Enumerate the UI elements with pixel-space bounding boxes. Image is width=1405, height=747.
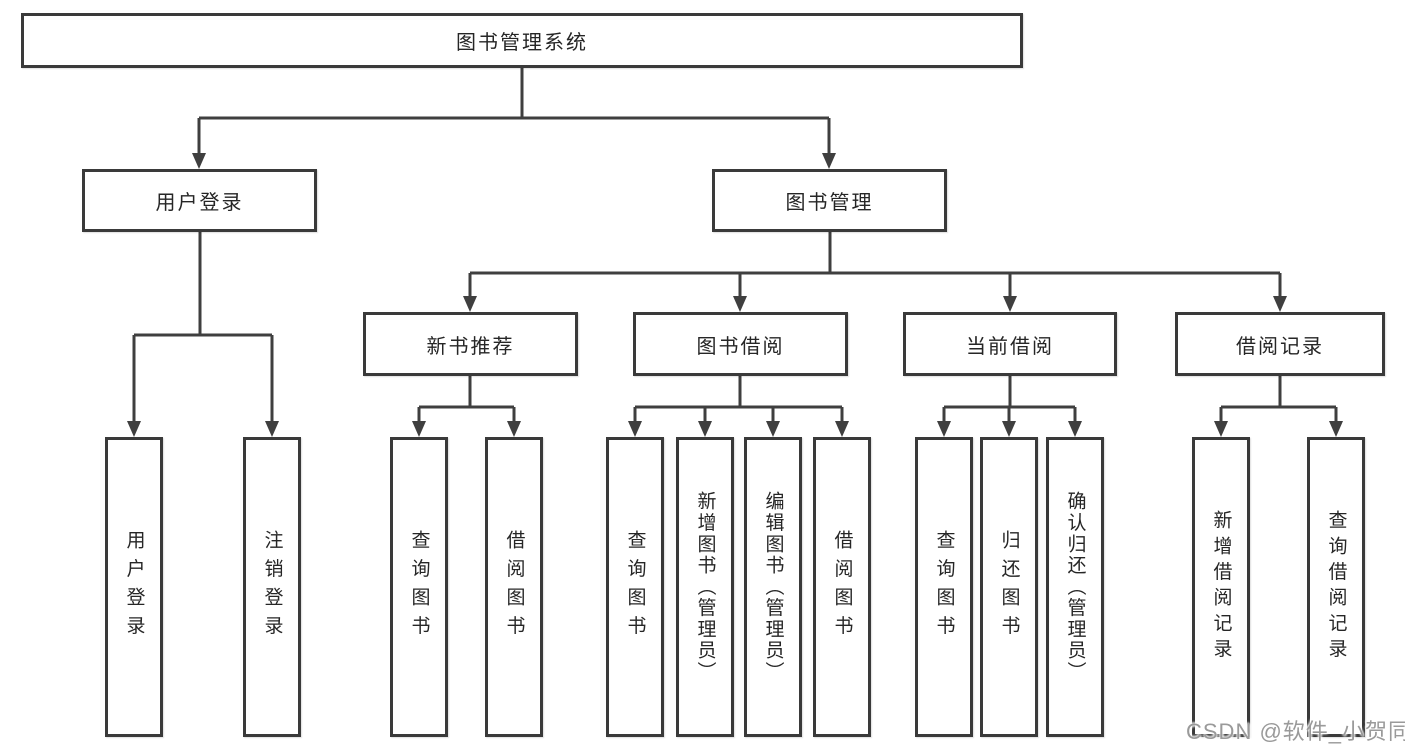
leaf-borrow-books-recommend-label: 借阅图书	[503, 530, 525, 644]
leaf-add-borrow-record-label: 新增借阅记录	[1210, 510, 1232, 664]
arrowhead	[412, 421, 426, 437]
node-book-borrow-label: 图书借阅	[696, 335, 785, 358]
leaf-query-borrow-record: 查询借阅记录	[1307, 437, 1365, 737]
arrowhead	[1003, 296, 1017, 312]
arrowhead	[937, 421, 951, 437]
leaf-query-borrow-record-label: 查询借阅记录	[1325, 510, 1347, 664]
arrowheads	[127, 153, 1343, 437]
node-new-book-recommend-label: 新书推荐	[426, 335, 515, 358]
node-root-label: 图书管理系统	[456, 32, 588, 54]
node-new-book-recommend: 新书推荐	[363, 312, 578, 376]
arrowhead	[1329, 421, 1343, 437]
connector-borrow-branch	[633, 376, 844, 421]
leaf-return-books-label: 归还图书	[998, 530, 1020, 644]
arrowhead	[698, 421, 712, 437]
arrowhead	[822, 153, 836, 169]
node-book-borrow: 图书借阅	[633, 312, 848, 376]
leaf-borrow-books: 借阅图书	[813, 437, 871, 737]
node-borrow-records-label: 借阅记录	[1236, 335, 1324, 358]
arrowhead	[1068, 421, 1082, 437]
leaf-logout: 注销登录	[243, 437, 301, 737]
connector-newbook-branch	[417, 376, 516, 421]
arrowhead	[628, 421, 642, 437]
leaf-query-books-recommend: 查询图书	[390, 437, 448, 737]
leaf-user-login: 用户登录	[105, 437, 163, 737]
connector-management-branch	[468, 232, 1282, 296]
arrowhead	[1002, 421, 1016, 437]
node-book-management-label: 图书管理	[785, 192, 874, 214]
arrowhead	[1214, 421, 1228, 437]
node-current-borrow: 当前借阅	[903, 312, 1117, 376]
leaf-edit-books-admin: 编辑图书（管理员）	[744, 437, 802, 737]
leaf-query-books-current-label: 查询图书	[933, 530, 955, 644]
leaf-borrow-books-recommend: 借阅图书	[485, 437, 543, 737]
leaf-query-books-current: 查询图书	[915, 437, 973, 737]
arrowhead	[733, 296, 747, 312]
watermark-text: CSDN @软件_小贺同学	[1186, 719, 1405, 744]
leaf-borrow-books-label: 借阅图书	[831, 530, 853, 644]
connector-login-branch	[132, 232, 274, 421]
leaf-query-books-borrow-label: 查询图书	[624, 530, 646, 644]
arrowhead	[766, 421, 780, 437]
node-current-borrow-label: 当前借阅	[966, 335, 1054, 358]
node-book-management: 图书管理	[712, 169, 947, 232]
arrowhead	[192, 153, 206, 169]
node-borrow-records: 借阅记录	[1175, 312, 1385, 376]
leaf-confirm-return-admin: 确认归还（管理员）	[1046, 437, 1104, 737]
leaf-add-borrow-record: 新增借阅记录	[1192, 437, 1250, 737]
connector-current-branch	[942, 376, 1077, 421]
leaf-query-books-recommend-label: 查询图书	[408, 530, 430, 644]
connector-root-branch	[197, 68, 831, 153]
arrowhead	[265, 421, 279, 437]
leaf-query-books-borrow: 查询图书	[606, 437, 664, 737]
arrowhead	[1273, 296, 1287, 312]
node-root: 图书管理系统	[21, 13, 1023, 68]
leaf-confirm-return-admin-label: 确认归还（管理员）	[1064, 491, 1086, 683]
node-user-login-label: 用户登录	[155, 192, 244, 214]
leaf-user-login-label: 用户登录	[123, 530, 145, 644]
node-user-login: 用户登录	[82, 169, 317, 232]
arrowhead	[463, 296, 477, 312]
leaf-edit-books-admin-label: 编辑图书（管理员）	[762, 491, 784, 683]
leaf-return-books: 归还图书	[980, 437, 1038, 737]
connector-records-branch	[1219, 376, 1338, 421]
arrowhead	[835, 421, 849, 437]
leaf-add-books-admin: 新增图书（管理员）	[676, 437, 734, 737]
leaf-add-books-admin-label: 新增图书（管理员）	[694, 491, 716, 683]
arrowhead	[127, 421, 141, 437]
leaf-logout-label: 注销登录	[261, 530, 283, 644]
arrowhead	[507, 421, 521, 437]
